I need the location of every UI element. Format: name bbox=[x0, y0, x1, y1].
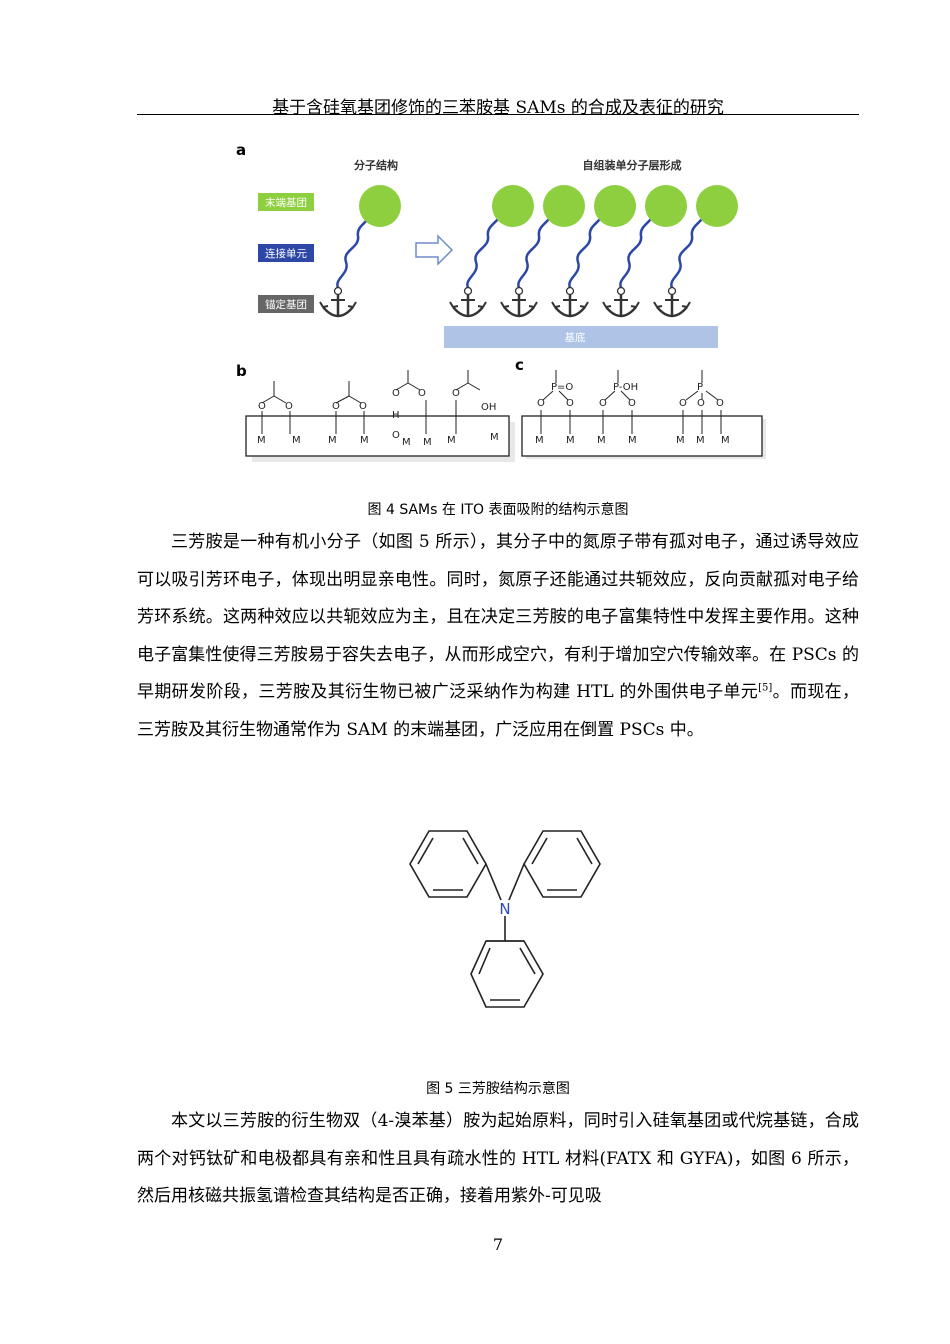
svg-text:O: O bbox=[285, 401, 293, 412]
svg-text:O: O bbox=[418, 388, 426, 399]
svg-text:O: O bbox=[392, 430, 400, 441]
svg-text:M: M bbox=[628, 435, 637, 446]
paragraph-1: 三芳胺是一种有机小分子（如图 5 所示），其分子中的氮原子带有孤对电子，通过诱导… bbox=[137, 524, 859, 749]
sam-molecules bbox=[448, 185, 738, 319]
svg-text:P=O: P=O bbox=[551, 382, 573, 393]
svg-text:M: M bbox=[447, 435, 456, 446]
svg-text:O: O bbox=[697, 398, 705, 409]
svg-text:O: O bbox=[258, 401, 266, 412]
linker-unit-legend bbox=[258, 244, 314, 262]
single-molecule bbox=[318, 185, 401, 319]
linker-unit-label: 连接单元 bbox=[265, 247, 307, 260]
paragraph-2: 本文以三芳胺的衍生物双（4-溴苯基）胺为起始原料，同时引入硅氧基团或代烷基链，合… bbox=[137, 1103, 859, 1216]
svg-text:O: O bbox=[679, 398, 687, 409]
citation-5[interactable]: [5] bbox=[758, 682, 773, 694]
paragraph-1-text: 三芳胺是一种有机小分子（如图 5 所示），其分子中的氮原子带有孤对电子，通过诱导… bbox=[137, 532, 859, 702]
svg-text:O: O bbox=[537, 398, 545, 409]
svg-text:OH: OH bbox=[481, 402, 496, 413]
terminal-group-legend bbox=[258, 193, 314, 211]
svg-text:H: H bbox=[392, 410, 400, 421]
substrate-bar bbox=[444, 326, 718, 348]
svg-text:O: O bbox=[716, 398, 724, 409]
svg-text:P: P bbox=[697, 382, 703, 393]
svg-text:O: O bbox=[628, 398, 636, 409]
figure-4: a 分子结构 自组装单分子层形成 末端基团 连接单元 锚定基团 基底 b O O … bbox=[236, 141, 766, 462]
paragraph-1-tail: 。而现在，三芳胺及其衍生物通常作为 SAM 的末端基团，广泛应用在倒置 PSCs… bbox=[137, 682, 860, 740]
substrate-label: 基底 bbox=[565, 331, 586, 344]
sam-formation-title: 自组装单分子层形成 bbox=[583, 158, 682, 172]
svg-text:M: M bbox=[423, 437, 432, 448]
header-rule bbox=[137, 114, 859, 115]
panel-b-label: b bbox=[236, 362, 247, 380]
nitrogen-atom-label: N bbox=[499, 900, 510, 918]
svg-text:O: O bbox=[359, 401, 367, 412]
panel-b-bindings: O O M M O O M M O O H O M M O OH M M bbox=[257, 370, 499, 448]
right-arrow bbox=[415, 234, 454, 266]
svg-text:M: M bbox=[696, 435, 705, 446]
svg-text:O: O bbox=[566, 398, 574, 409]
svg-text:M: M bbox=[535, 435, 544, 446]
svg-text:M: M bbox=[360, 435, 369, 446]
panel-c-label: c bbox=[515, 356, 524, 374]
running-header: 基于含硅氧基团修饰的三苯胺基 SAMs 的合成及表征的研究 bbox=[272, 98, 724, 118]
svg-text:M: M bbox=[328, 435, 337, 446]
svg-text:O: O bbox=[392, 388, 400, 399]
figure-5-caption: 图 5 三芳胺结构示意图 bbox=[426, 1081, 570, 1097]
svg-text:M: M bbox=[257, 435, 266, 446]
svg-text:M: M bbox=[402, 437, 411, 448]
panel-c-surface bbox=[521, 415, 763, 457]
anchor-group-label: 锚定基团 bbox=[265, 298, 307, 311]
svg-text:O: O bbox=[332, 401, 340, 412]
svg-text:M: M bbox=[292, 435, 301, 446]
figure-4-caption: 图 4 SAMs 在 ITO 表面吸附的结构示意图 bbox=[367, 502, 629, 518]
svg-text:M: M bbox=[721, 435, 730, 446]
paragraph-2-text: 本文以三芳胺的衍生物双（4-溴苯基）胺为起始原料，同时引入硅氧基团或代烷基链，合… bbox=[137, 1111, 859, 1206]
molecule-structure-title: 分子结构 bbox=[354, 158, 398, 172]
svg-text:O: O bbox=[452, 388, 460, 399]
anchor-group-legend bbox=[258, 295, 314, 313]
svg-text:M: M bbox=[676, 435, 685, 446]
svg-text:M: M bbox=[490, 432, 499, 443]
terminal-group-label: 末端基团 bbox=[265, 196, 307, 209]
svg-text:P-OH: P-OH bbox=[613, 382, 638, 393]
svg-text:O: O bbox=[599, 398, 607, 409]
panel-b-surface bbox=[245, 415, 510, 457]
svg-text:M: M bbox=[566, 435, 575, 446]
panel-a-label: a bbox=[236, 141, 246, 159]
svg-text:M: M bbox=[597, 435, 606, 446]
page-number: 7 bbox=[492, 1235, 504, 1254]
figure-5-triphenylamine: N bbox=[409, 830, 601, 1008]
